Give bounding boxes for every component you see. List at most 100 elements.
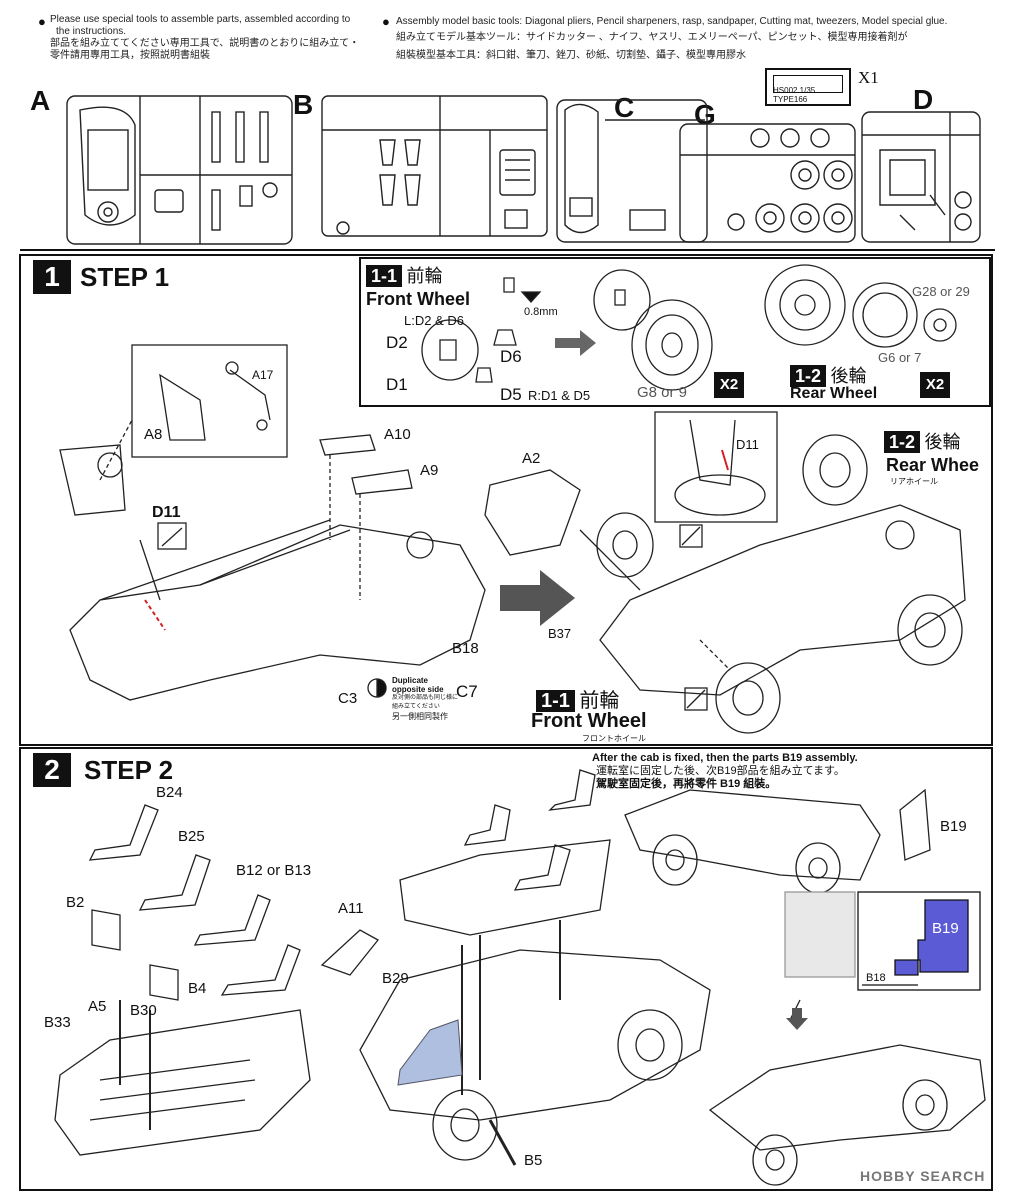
note-left-line: 部品を組み立ててください専用工具で、説明書のとおりに組み立て・	[50, 38, 360, 49]
header-note-right: Assembly model basic tools: Diagonal pli…	[396, 16, 996, 62]
sprue-g-frame	[679, 123, 856, 243]
hull-step2	[359, 949, 711, 1121]
sub2-en: Rear Wheel	[790, 385, 878, 402]
part-b33: B33	[44, 1014, 71, 1031]
part-a8: A8	[144, 426, 163, 443]
drill-size: 0.8mm	[524, 306, 558, 318]
rear-wheel-qty: X2	[920, 372, 950, 398]
front-wheel-jp: 前輪	[579, 690, 620, 712]
sub1-parts-left: L:D2 & D6	[404, 313, 464, 328]
part-d5: D5	[500, 385, 522, 404]
note-right-line: Assembly model basic tools: Diagonal pli…	[396, 16, 948, 27]
decal-qty: X1	[858, 68, 879, 87]
duplicate-jp: 反対側の部品も同じ様に組み立てください	[392, 695, 459, 710]
down-arrow	[786, 1008, 808, 1030]
step2-title: STEP 2	[84, 755, 174, 785]
rear-wheel-jp: 後輪	[924, 432, 961, 452]
watermark: HOBBY SEARCH	[860, 1168, 985, 1184]
seat-b12	[193, 894, 271, 946]
sprue-label-a: A	[30, 85, 51, 116]
rear-wheel-callout: 1-2 後輪	[884, 428, 960, 454]
rear-tire-parts: G28 or 29	[912, 284, 970, 299]
wheel-subassembly-frame	[359, 257, 991, 407]
part-d11: D11	[152, 504, 181, 521]
rear-tire-part	[764, 264, 846, 346]
part-a5: A5	[88, 998, 107, 1015]
part-b18-detail: B18	[866, 972, 886, 984]
front-tire-part	[631, 299, 713, 391]
floor-pan	[54, 1009, 311, 1156]
instruction-zh: 駕駛室固定後，再將零件 B19 組裝。	[596, 778, 777, 790]
sprue-a-frame	[66, 95, 293, 245]
cab-photo	[784, 891, 856, 978]
sprue-c-frame	[556, 99, 708, 243]
sub2-heading: 1-2 後輪	[790, 362, 866, 388]
part-b12-b13: B12 or B13	[236, 862, 312, 879]
vehicle-top-right	[624, 789, 881, 881]
part-b24: B24	[156, 784, 183, 801]
front-tire-parts: G8 or 9	[637, 384, 688, 401]
bullet-icon: ●	[38, 14, 46, 29]
rear-wheel-kana: リアホイール	[890, 477, 938, 486]
part-c3: C3	[338, 690, 358, 707]
sprue-label-g: G	[694, 99, 716, 130]
sprue-label-b: B	[293, 89, 314, 120]
duplicate-en: Duplicate opposite side	[392, 676, 444, 694]
part-b4: B4	[188, 980, 207, 997]
sprue-b-frame	[321, 95, 548, 237]
step2-number: 2	[33, 753, 71, 787]
part-d2: D2	[386, 333, 408, 352]
sprue-label-d: D	[913, 84, 934, 115]
part-a9: A9	[420, 462, 439, 479]
part-b2: B2	[66, 894, 85, 911]
step2-instruction: After the cab is fixed, then the parts B…	[592, 752, 858, 791]
watermark-text: HOBBY SEARCH	[860, 1168, 986, 1184]
step2-frame	[19, 747, 993, 1191]
sub1-en: Front Wheel	[366, 289, 470, 309]
note-left-line: the instructions.	[56, 26, 127, 37]
step1-progress-arrow	[500, 570, 575, 626]
part-d1: D1	[386, 375, 408, 394]
part-b5: B5	[524, 1152, 543, 1169]
wheel-parts	[727, 128, 853, 233]
note-left-line: 零件請用專用工具，按照説明書組裝	[50, 50, 210, 61]
part-a10: A10	[384, 426, 411, 443]
header-note-left: Please use special tools to assemble par…	[50, 14, 370, 62]
front-wheel-kana: フロントホイール	[582, 734, 646, 743]
note-left-line: Please use special tools to assemble par…	[50, 14, 351, 25]
glue-point	[144, 599, 166, 631]
part-b37: B37	[548, 626, 572, 641]
upper-hull-part	[564, 103, 599, 234]
a17-inset-frame	[131, 344, 288, 458]
rear-wheel-badge: 1-2	[884, 431, 921, 453]
brake-disc-part	[421, 319, 479, 381]
rear-wheel-en: Rear Whee	[886, 455, 980, 475]
sub1-badge: 1-1	[366, 265, 403, 287]
seat-b24	[88, 804, 159, 861]
sub2-jp: 後輪	[830, 366, 867, 386]
part-b19: B19	[940, 818, 967, 835]
sub1-parts-right: R:D1 & D5	[528, 388, 591, 403]
sprue-d-frame	[861, 111, 981, 243]
step1-frame	[19, 254, 993, 746]
part-a17: A17	[252, 368, 274, 382]
seat-tray	[399, 839, 611, 936]
d11-detail-frame	[654, 411, 778, 523]
seat-b25	[138, 854, 211, 911]
duplicate-note: Duplicate opposite side 反対側の部品も同じ様に組み立てく…	[392, 676, 462, 721]
step1-number: 1	[33, 260, 71, 294]
part-b18: B18	[452, 640, 479, 657]
part-b30: B30	[130, 1002, 157, 1019]
sub1-heading: 1-1 前輪	[366, 262, 442, 288]
front-wheel-badge: 1-1	[536, 690, 575, 712]
step1-title: STEP 1	[80, 262, 170, 292]
decal-sheet: HS002 1/35 TYPE166	[765, 68, 851, 106]
rear-hub-parts: G6 or 7	[878, 350, 922, 365]
part-c7: C7	[456, 682, 478, 701]
instruction-en: After the cab is fixed, then the parts B…	[592, 752, 858, 764]
hull-part	[79, 106, 136, 226]
part-b29: B29	[382, 970, 409, 987]
seat-b13	[220, 944, 301, 996]
sub2-badge: 1-2	[790, 365, 827, 387]
